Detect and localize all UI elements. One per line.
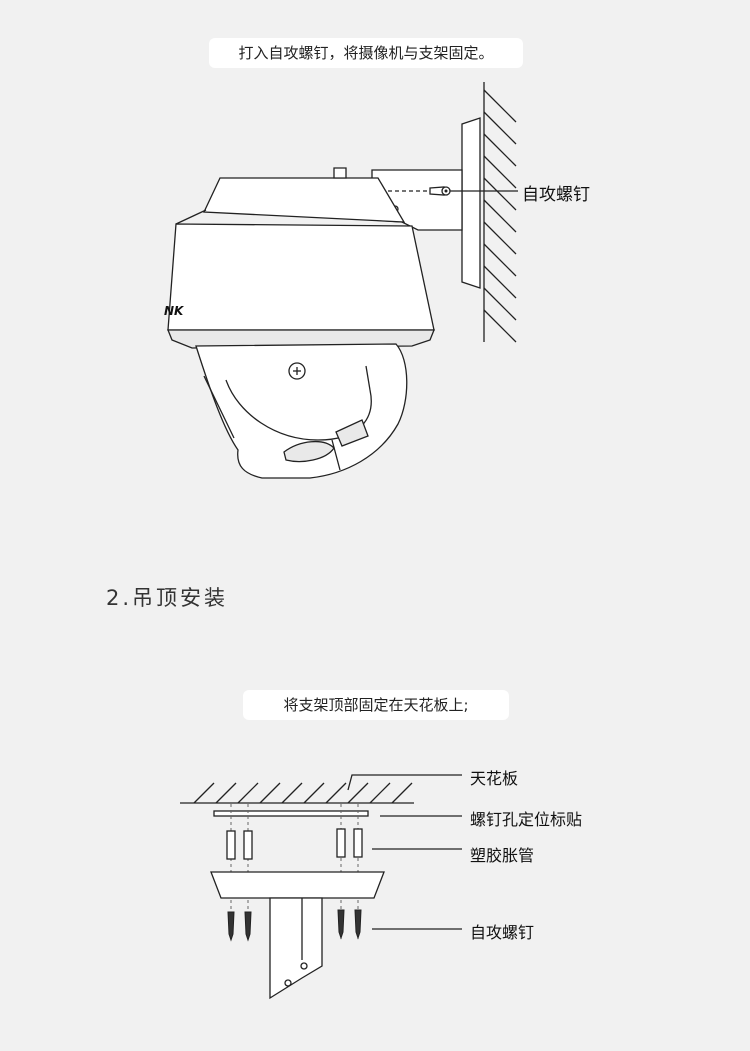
camera-neck [202,177,406,223]
screw-icon [429,186,451,196]
label-screw-ceiling: 自攻螺钉 [470,923,535,942]
camera-ring [167,329,435,349]
anchor-icon [226,828,363,860]
bracket-plate [210,871,385,899]
sticker [213,810,369,817]
instruction-wall-mount: 打入自攻螺钉，将摄像机与支架固定。 [209,38,523,68]
wall-plate [461,117,481,289]
bracket-stem [269,897,323,1000]
camera-housing [167,223,435,331]
label-ceiling: 天花板 [470,769,519,788]
instruction-ceiling-mount: 将支架顶部固定在天花板上; [243,690,509,720]
wall-hatching [483,82,517,343]
screw-icon [227,909,362,942]
section-heading-ceiling: 2.吊顶安装 [106,586,229,610]
label-sticker: 螺钉孔定位标贴 [470,810,583,829]
ceiling [180,782,414,804]
wall-mount-diagram [167,82,518,479]
camera-dome [195,343,408,479]
callout-screw-wall: 自攻螺钉 [522,185,590,205]
logo-text: NK [164,304,184,318]
label-anchor: 塑胶胀管 [470,846,535,865]
